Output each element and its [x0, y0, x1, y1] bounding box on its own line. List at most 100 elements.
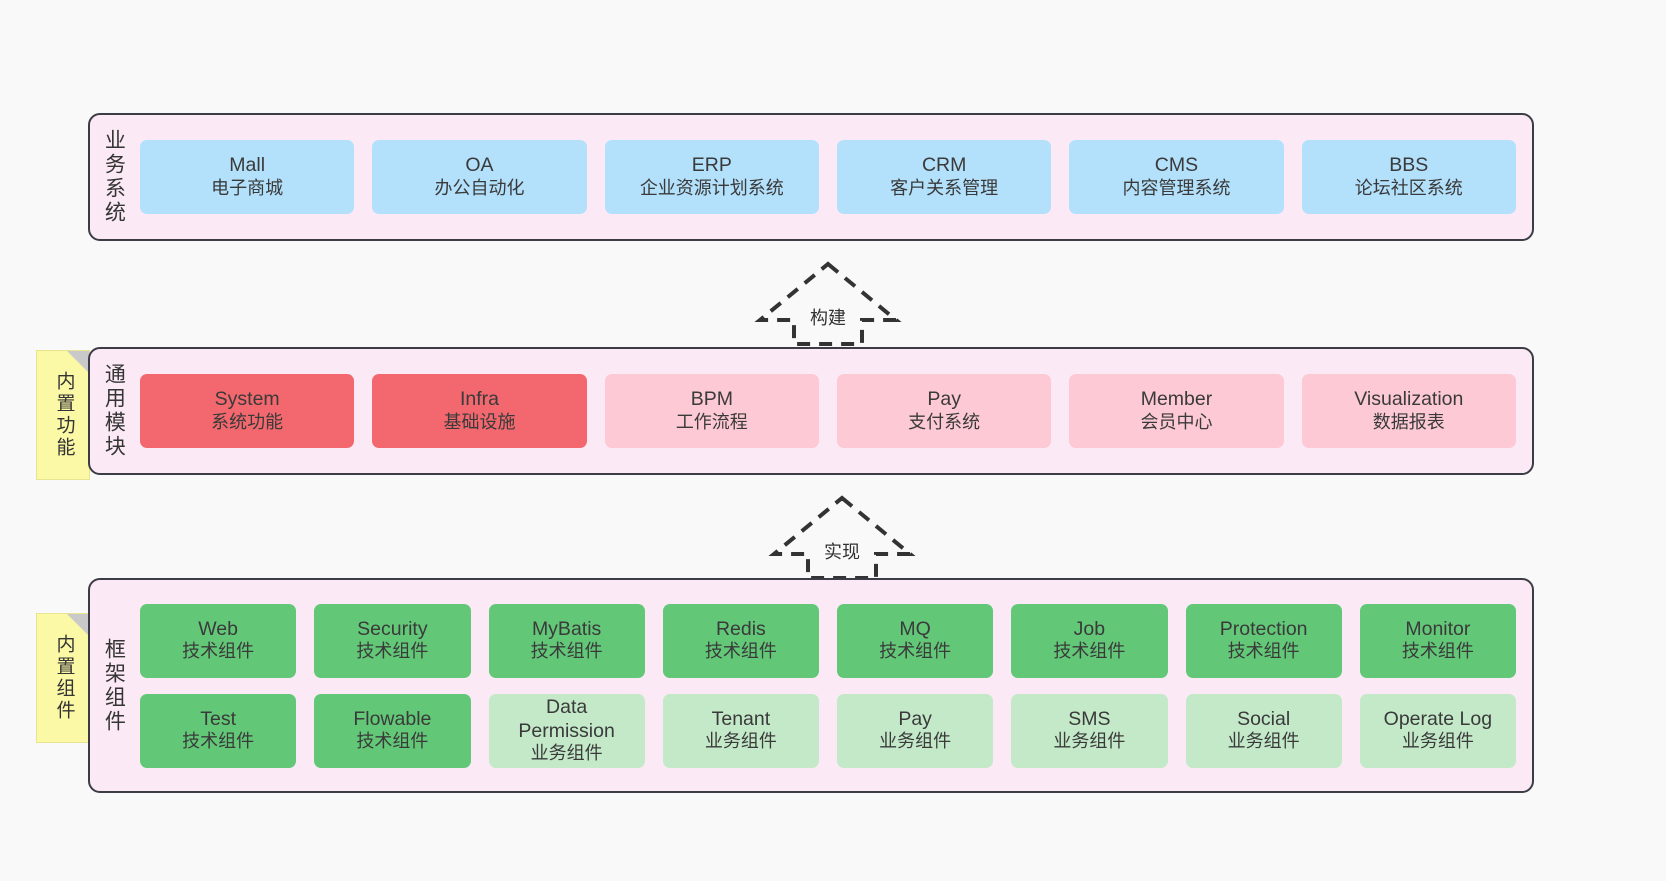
row: System 系统功能 Infra 基础设施 BPM 工作流程 Pay 支付系统… [140, 374, 1516, 448]
node-subtitle: 论坛社区系统 [1354, 177, 1463, 198]
node-subtitle: 客户关系管理 [890, 177, 999, 198]
connector-build-label: 构建 [807, 304, 849, 330]
layer-title-business-system: 业务系统 [90, 115, 136, 239]
note-text: 内置组件 [53, 634, 75, 722]
row: Test 技术组件 Flowable 技术组件 Data Permission … [140, 693, 1516, 768]
node-subtitle: 技术组件 [1227, 641, 1300, 662]
node-title: Web [198, 617, 238, 640]
node-title: Flowable [353, 707, 432, 730]
layer-body-framework-components: Web 技术组件 Security 技术组件 MyBatis 技术组件 Redi… [136, 580, 1532, 791]
node-title: Social [1237, 707, 1291, 730]
node-title: MQ [899, 617, 931, 640]
node-web[interactable]: Web 技术组件 [140, 603, 297, 678]
note-builtin-component: 内置组件 [36, 613, 90, 743]
node-visualization[interactable]: Visualization 数据报表 [1301, 374, 1516, 448]
node-erp[interactable]: ERP 企业资源计划系统 [604, 140, 819, 214]
node-crm[interactable]: CRM 客户关系管理 [836, 140, 1052, 214]
node-tenant[interactable]: Tenant 业务组件 [662, 693, 819, 768]
node-test[interactable]: Test 技术组件 [140, 693, 297, 768]
node-subtitle: 业务组件 [704, 731, 777, 752]
node-title: Infra [459, 388, 499, 411]
layer-framework-components: 框架组件 Web 技术组件 Security 技术组件 MyBatis 技术组件… [88, 578, 1534, 793]
note-builtin-function: 内置功能 [36, 350, 90, 480]
node-title: Mall [229, 154, 266, 177]
layer-common-module: 通用模块 System 系统功能 Infra 基础设施 BPM 工作流程 Pay [88, 347, 1534, 475]
layer-title-text: 业务系统 [102, 129, 126, 225]
node-title: Pay [898, 707, 932, 730]
node-title: SMS [1068, 707, 1111, 730]
node-subtitle: 技术组件 [1053, 641, 1126, 662]
node-data-permission[interactable]: Data Permission 业务组件 [488, 693, 645, 768]
node-mybatis[interactable]: MyBatis 技术组件 [488, 603, 645, 678]
layer-body-business-system: Mall 电子商城 OA 办公自动化 ERP 企业资源计划系统 CRM 客户关系… [136, 115, 1532, 239]
node-security[interactable]: Security 技术组件 [314, 603, 471, 678]
node-subtitle: 业务组件 [1053, 731, 1126, 752]
node-title: MyBatis [531, 617, 602, 640]
layer-business-system: 业务系统 Mall 电子商城 OA 办公自动化 ERP 企业资源计划系统 CRM [88, 113, 1534, 241]
node-title: Visualization [1354, 388, 1464, 411]
node-subtitle: 业务组件 [1401, 731, 1474, 752]
node-job[interactable]: Job 技术组件 [1011, 603, 1168, 678]
node-sms[interactable]: SMS 业务组件 [1011, 693, 1168, 768]
connector-implement: 实现 [768, 495, 916, 580]
node-oa[interactable]: OA 办公自动化 [372, 140, 587, 214]
note-text: 内置功能 [53, 371, 75, 459]
node-mq[interactable]: MQ 技术组件 [837, 603, 994, 678]
connector-build: 构建 [754, 261, 902, 346]
node-title: CRM [921, 154, 967, 177]
node-system[interactable]: System 系统功能 [140, 374, 355, 448]
node-flowable[interactable]: Flowable 技术组件 [314, 693, 471, 768]
node-subtitle: 电子商城 [211, 177, 284, 198]
node-title: Protection [1219, 617, 1308, 640]
node-title: BBS [1389, 154, 1429, 177]
node-subtitle: 技术组件 [704, 641, 777, 662]
node-subtitle: 系统功能 [211, 411, 284, 432]
node-cms[interactable]: CMS 内容管理系统 [1069, 140, 1284, 214]
node-title: ERP [691, 154, 732, 177]
node-bpm[interactable]: BPM 工作流程 [604, 374, 819, 448]
node-operate-log[interactable]: Operate Log 业务组件 [1359, 693, 1516, 768]
node-title: Test [200, 707, 236, 730]
node-title: Data Permission [518, 695, 615, 742]
node-social[interactable]: Social 业务组件 [1185, 693, 1342, 768]
node-protection[interactable]: Protection 技术组件 [1185, 603, 1342, 678]
node-subtitle: 办公自动化 [434, 177, 525, 198]
layer-title-text: 框架组件 [102, 637, 126, 734]
node-subtitle: 工作流程 [675, 411, 748, 432]
note-fold-icon [67, 351, 89, 373]
node-subtitle: 业务组件 [879, 731, 952, 752]
node-subtitle: 技术组件 [530, 641, 603, 662]
layer-body-common-module: System 系统功能 Infra 基础设施 BPM 工作流程 Pay 支付系统… [136, 349, 1532, 473]
dashed-hollow-arrow-up-icon [754, 261, 902, 346]
node-subtitle: 数据报表 [1372, 411, 1445, 432]
node-monitor[interactable]: Monitor 技术组件 [1359, 603, 1516, 678]
node-mall[interactable]: Mall 电子商城 [140, 140, 355, 214]
node-subtitle: 技术组件 [182, 731, 255, 752]
node-title: OA [465, 154, 494, 177]
node-subtitle: 业务组件 [530, 743, 603, 764]
layer-title-text: 通用模块 [102, 363, 126, 459]
node-title: Member [1140, 388, 1213, 411]
node-title: System [214, 388, 280, 411]
note-fold-icon [67, 614, 89, 636]
node-redis[interactable]: Redis 技术组件 [662, 603, 819, 678]
layer-title-framework-components: 框架组件 [90, 580, 136, 791]
row: Web 技术组件 Security 技术组件 MyBatis 技术组件 Redi… [140, 603, 1516, 678]
node-title: Job [1073, 617, 1106, 640]
node-subtitle: 会员中心 [1140, 411, 1213, 432]
node-infra[interactable]: Infra 基础设施 [372, 374, 587, 448]
node-member[interactable]: Member 会员中心 [1069, 374, 1284, 448]
node-title: Security [357, 617, 428, 640]
node-subtitle: 技术组件 [879, 641, 952, 662]
node-subtitle: 业务组件 [1227, 731, 1300, 752]
node-subtitle: 技术组件 [356, 641, 429, 662]
node-bbs[interactable]: BBS 论坛社区系统 [1301, 140, 1516, 214]
node-subtitle: 内容管理系统 [1122, 177, 1231, 198]
node-pay[interactable]: Pay 支付系统 [836, 374, 1052, 448]
node-title: CMS [1154, 154, 1199, 177]
node-subtitle: 企业资源计划系统 [639, 177, 784, 198]
node-title: Pay [927, 388, 961, 411]
node-pay-business[interactable]: Pay 业务组件 [837, 693, 994, 768]
connector-implement-label: 实现 [821, 538, 863, 564]
